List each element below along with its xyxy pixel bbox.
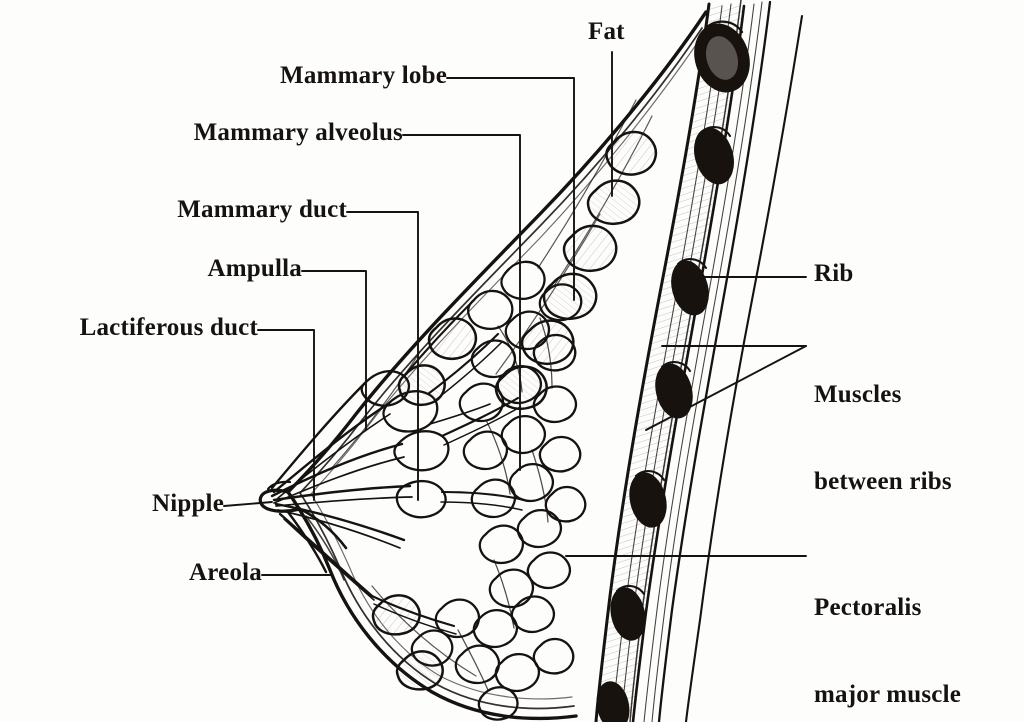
fat-lobule-2	[586, 179, 641, 226]
lactiferous-duct-5b	[283, 518, 375, 601]
leader-mammary-lobe	[446, 77, 575, 301]
lactiferous-duct-3b	[277, 509, 401, 549]
lactiferous-duct-2	[272, 484, 412, 502]
ribcage-outer-border	[657, 0, 772, 722]
label-pectoralis-line-1: Pectoralis	[814, 594, 922, 621]
label-rib: Rib	[814, 260, 854, 287]
fat-lobule-3	[562, 224, 618, 272]
label-muscles-line-1: Muscles	[814, 381, 902, 408]
fat-lobule-8	[397, 364, 446, 407]
rib-3	[671, 258, 709, 316]
leader-muscles-diagonal	[645, 345, 807, 431]
lactiferous-duct-5	[278, 512, 374, 598]
fat-lobule-4	[542, 272, 598, 320]
ampulla-3	[395, 479, 447, 519]
fat-lobule-6	[494, 365, 548, 411]
label-nipple: Nipple	[151, 490, 224, 517]
label-mammary-duct: Mammary duct	[177, 196, 347, 223]
ampulla-2	[393, 430, 450, 472]
lactiferous-duct-6	[270, 380, 368, 490]
label-ampulla: Ampulla	[207, 255, 302, 282]
label-areola: Areola	[189, 559, 262, 586]
fat-lobule-group	[371, 130, 658, 691]
areola-contour-upper	[298, 507, 348, 550]
breast-skin-outline	[286, 10, 708, 721]
label-fat: Fat	[588, 18, 625, 45]
leader-lactiferous-duct	[257, 329, 315, 501]
rib-5	[629, 470, 667, 528]
rib-1	[694, 20, 750, 93]
back-skin-outline	[684, 14, 804, 722]
lactiferous-duct-4b	[277, 413, 391, 499]
leader-nipple	[223, 501, 273, 507]
leader-ampulla	[301, 270, 367, 431]
rib-7	[596, 681, 630, 722]
label-mammary-alveolus: Mammary alveolus	[193, 119, 403, 146]
fat-lobule-7	[427, 317, 478, 361]
ampulla-4	[360, 370, 411, 407]
label-lactiferous-duct: Lactiferous duct	[79, 314, 258, 341]
leader-mammary-duct	[346, 211, 419, 501]
fat-lobule-1	[605, 130, 658, 176]
fat-lobule-10	[395, 650, 444, 691]
leader-mammary-alveolus	[402, 134, 521, 471]
rib-6	[610, 585, 646, 641]
rib-cross-sections	[596, 20, 750, 722]
suspensory-ligament-strands	[329, 99, 653, 677]
lactiferous-duct-4	[272, 402, 390, 494]
rib-2	[694, 126, 734, 185]
label-muscles-line-2: between ribs	[814, 468, 952, 495]
fat-lobule-5	[520, 319, 575, 365]
label-mammary-lobe: Mammary lobe	[280, 62, 447, 89]
label-pectoralis-major-muscle: Pectoralis major muscle	[814, 535, 961, 722]
rib-4	[655, 361, 693, 419]
label-muscles-between-ribs: Muscles between ribs	[814, 322, 952, 554]
lactiferous-duct-1	[270, 442, 404, 498]
leader-lines	[223, 51, 807, 576]
areola-inner-line	[305, 515, 345, 581]
label-pectoralis-line-2: major muscle	[814, 681, 962, 708]
chest-wall-group	[594, 0, 804, 722]
lactiferous-duct-system	[270, 380, 413, 601]
lactiferous-duct-3	[274, 502, 406, 542]
